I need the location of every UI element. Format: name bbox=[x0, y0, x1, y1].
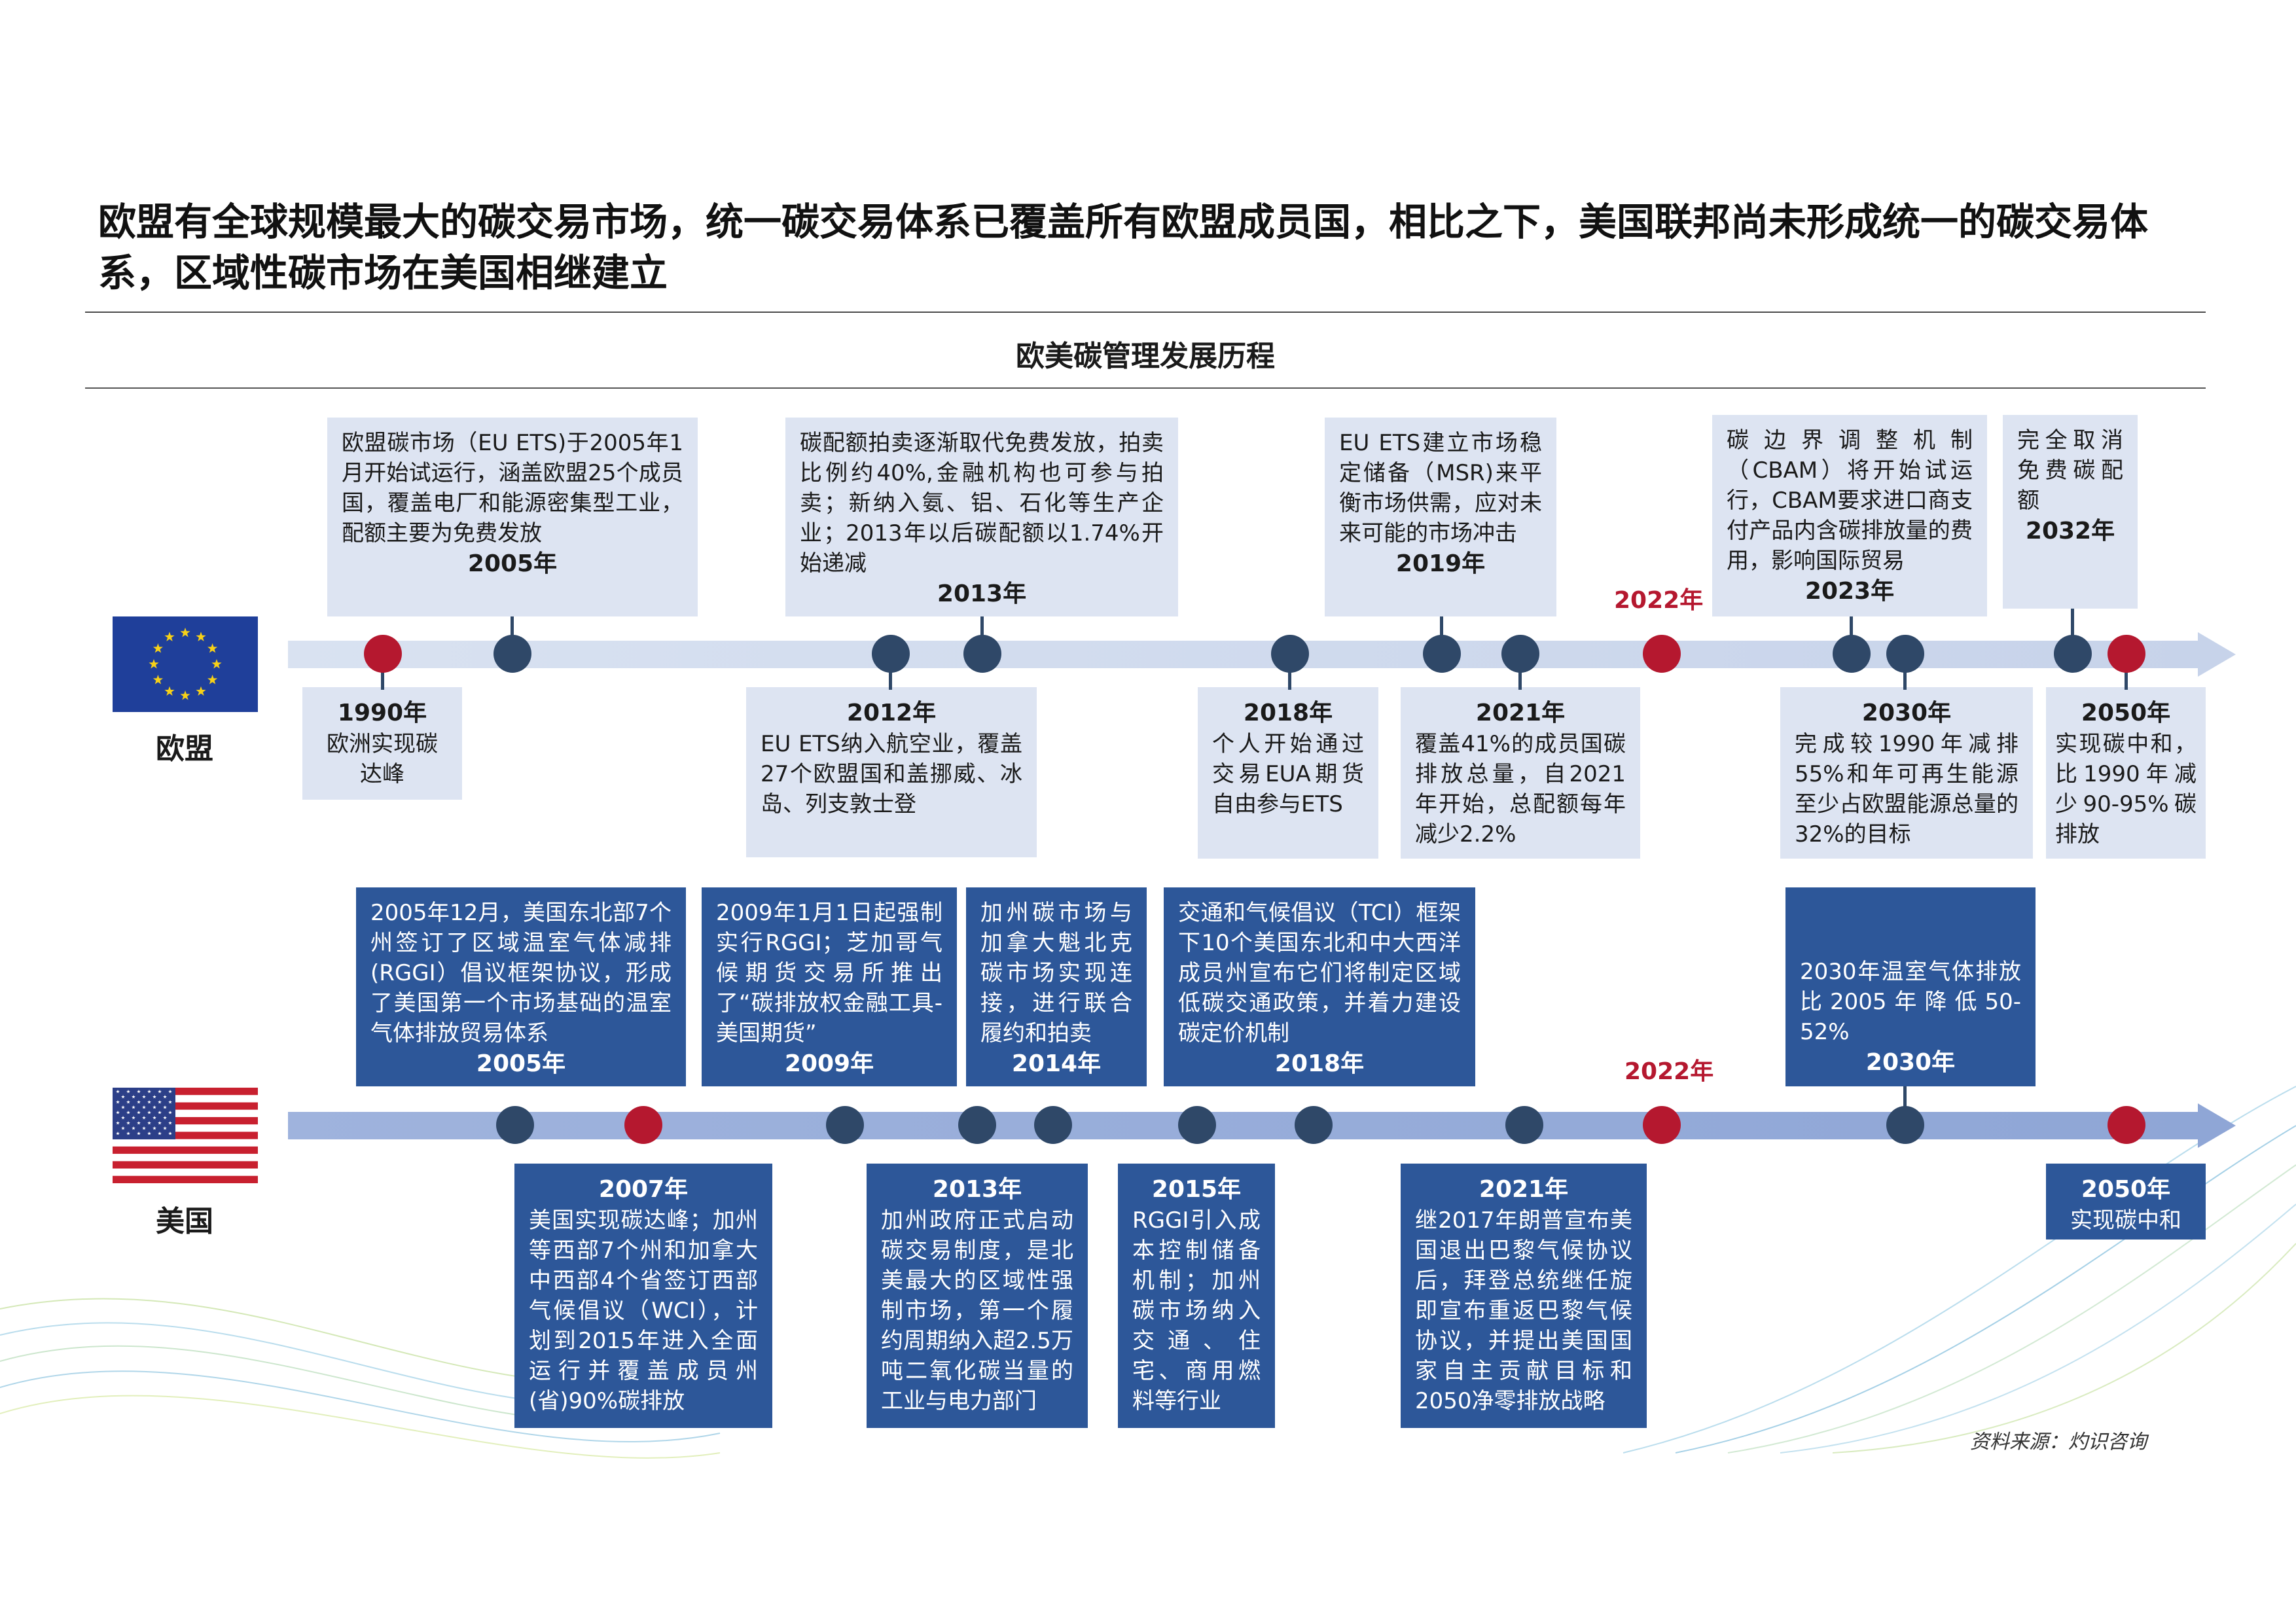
us-event-2014: 加州碳市场与加拿大魁北克碳市场实现连接，进行联合履约和拍卖 2014年 bbox=[966, 887, 1147, 1086]
us-node-2050 bbox=[2108, 1106, 2145, 1144]
eu-event-1990: 1990年 欧洲实现碳达峰 bbox=[302, 687, 462, 800]
eu-stem bbox=[381, 666, 384, 690]
eu-node-2032 bbox=[2054, 635, 2092, 673]
eu-node-2018 bbox=[1271, 635, 1309, 673]
us-event-2013: 2013年 加州政府正式启动碳交易制度，是北美最大的区域性强制市场，第一个履约周… bbox=[867, 1164, 1088, 1428]
eu-stem bbox=[1850, 616, 1853, 644]
eu-event-2012: 2012年 EU ETS纳入航空业，覆盖27个欧盟国和盖挪威、冰岛、列支敦士登 bbox=[746, 687, 1037, 857]
eu-stem bbox=[980, 616, 984, 644]
us-node-2013 bbox=[958, 1106, 996, 1144]
eu-event-2019: EU ETS建立市场稳定储备（MSR)来平衡市场供需，应对未来可能的市场冲击 2… bbox=[1325, 418, 1556, 616]
eu-node-2021 bbox=[1501, 635, 1539, 673]
eu-stem bbox=[1518, 666, 1522, 690]
us-timeline-arrow bbox=[2198, 1103, 2236, 1148]
us-node-2030 bbox=[1886, 1106, 1924, 1144]
us-node-2018 bbox=[1295, 1106, 1333, 1144]
us-event-2030: 2030年温室气体排放比2005年降低50-52% 2030年 bbox=[1785, 887, 2036, 1086]
eu-node-2019 bbox=[1423, 635, 1461, 673]
title-divider bbox=[85, 312, 2206, 313]
eu-event-2023: 碳边界调整机制（CBAM）将开始试运行，CBAM要求进口商支付产品内含碳排放量的… bbox=[1712, 415, 1987, 616]
page-title: 欧盟有全球规模最大的碳交易市场，统一碳交易体系已覆盖所有欧盟成员国，相比之下，美… bbox=[98, 200, 2149, 295]
us-year-2022: 2022年 bbox=[1624, 1058, 1714, 1085]
eu-stem bbox=[2071, 609, 2074, 644]
source-note: 资料来源：灼识咨询 bbox=[1970, 1431, 2147, 1454]
us-event-2050: 2050年 实现碳中和 bbox=[2046, 1164, 2206, 1240]
us-label: 美国 bbox=[156, 1205, 213, 1238]
us-flag-icon bbox=[113, 1088, 258, 1183]
eu-event-2021: 2021年 覆盖41%的成员国碳排放总量，自2021年开始，总配额每年减少2.2… bbox=[1401, 687, 1640, 859]
us-timeline-bar bbox=[288, 1112, 2199, 1139]
us-event-2021: 2021年 继2017年朗普宣布美国退出巴黎气候协议后，拜登总统继任旋即宣布重返… bbox=[1401, 1164, 1647, 1428]
eu-node-2030 bbox=[1886, 635, 1924, 673]
us-node-2007 bbox=[624, 1106, 662, 1144]
us-event-2009: 2009年1月1日起强制实行RGGI；芝加哥气候期货交易所推出了“碳排放权金融工… bbox=[702, 887, 957, 1086]
us-node-2014 bbox=[1034, 1106, 1072, 1144]
eu-year-2022: 2022年 bbox=[1614, 587, 1704, 614]
eu-stem bbox=[1288, 666, 1291, 690]
eu-timeline-bar bbox=[288, 641, 2199, 668]
subtitle-divider bbox=[85, 387, 2206, 389]
eu-node-1990 bbox=[364, 635, 402, 673]
wave-decoration bbox=[0, 1086, 2296, 1459]
us-node-2015 bbox=[1178, 1106, 1216, 1144]
eu-event-2005: 欧盟碳市场（EU ETS)于2005年1月开始试运行，涵盖欧盟25个成员国，覆盖… bbox=[327, 418, 698, 616]
eu-node-2050 bbox=[2108, 635, 2145, 673]
eu-label: 欧盟 bbox=[156, 732, 213, 766]
eu-event-2050: 2050年 实现碳中和，比1990年减少90-95%碳排放 bbox=[2046, 687, 2206, 859]
us-event-2018: 交通和气候倡议（TCI）框架下10个美国东北和中大西洋成员州宣布它们将制定区域低… bbox=[1164, 887, 1475, 1086]
us-event-2015: 2015年 RGGI引入成本控制储备机制；加州碳市场纳入交通、住宅、商用燃料等行… bbox=[1118, 1164, 1275, 1428]
eu-event-2030: 2030年 完成较1990年减排55%和年可再生能源至少占欧盟能源总量的32%的… bbox=[1780, 687, 2033, 859]
eu-stem bbox=[511, 616, 514, 644]
eu-timeline-arrow bbox=[2198, 632, 2236, 677]
eu-node-2022 bbox=[1643, 635, 1681, 673]
us-event-2007: 2007年 美国实现碳达峰；加州等西部7个州和加拿大中西部4个省签订西部气候倡议… bbox=[514, 1164, 772, 1428]
eu-event-2013: 碳配额拍卖逐渐取代免费发放，拍卖比例约40%,金融机构也可参与拍卖；新纳入氨、铝… bbox=[785, 418, 1178, 616]
eu-flag-icon bbox=[113, 616, 258, 712]
diagram-subtitle: 欧美碳管理发展历程 bbox=[1016, 340, 1275, 373]
eu-node-2012 bbox=[872, 635, 910, 673]
eu-node-2023 bbox=[1833, 635, 1871, 673]
eu-stem bbox=[1903, 666, 1907, 690]
us-node-2021 bbox=[1505, 1106, 1543, 1144]
us-stem bbox=[1903, 1086, 1907, 1115]
eu-stem bbox=[2125, 666, 2128, 690]
eu-node-2005 bbox=[493, 635, 531, 673]
eu-event-2018: 2018年 个人开始通过交易EUA期货自由参与ETS bbox=[1198, 687, 1378, 859]
eu-event-2032: 完全取消免费碳配额 2032年 bbox=[2003, 415, 2138, 609]
us-node-2005 bbox=[496, 1106, 534, 1144]
us-event-2005: 2005年12月，美国东北部7个州签订了区域温室气体减排(RGGI）倡议框架协议… bbox=[356, 887, 686, 1086]
eu-node-2013 bbox=[963, 635, 1001, 673]
eu-stem bbox=[1440, 616, 1443, 644]
us-node-2009 bbox=[826, 1106, 864, 1144]
us-node-2022 bbox=[1643, 1106, 1681, 1144]
eu-stem bbox=[889, 666, 892, 690]
